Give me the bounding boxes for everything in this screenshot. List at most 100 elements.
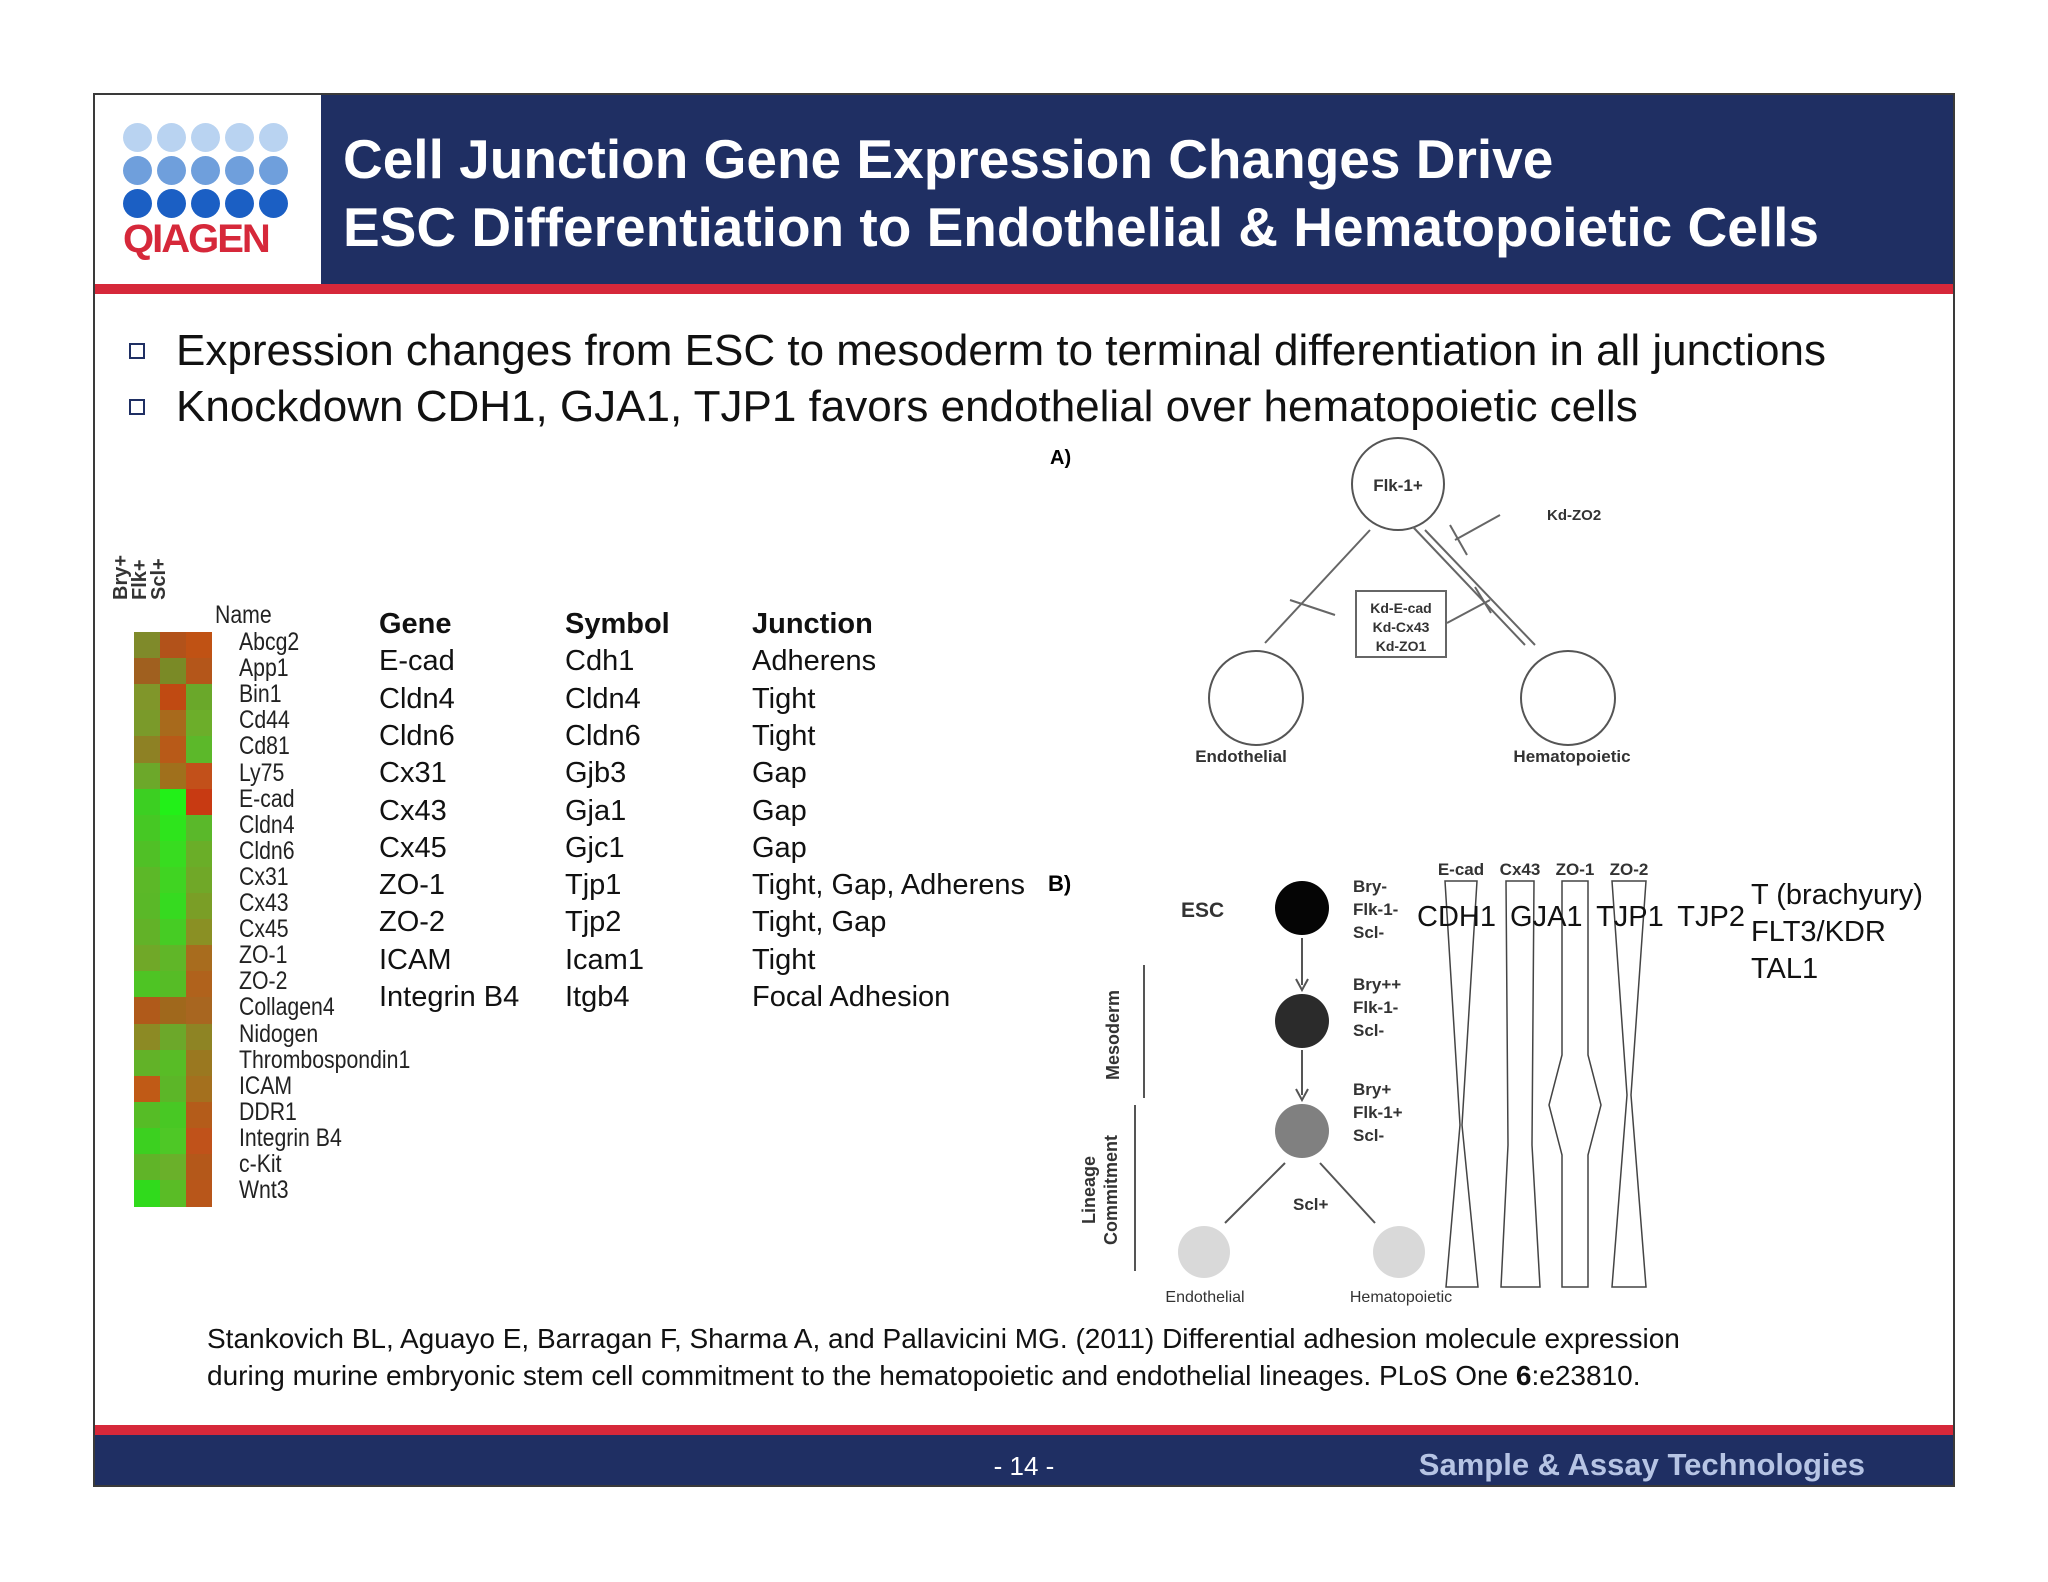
heatmap-gene-label: Abcg2 (239, 628, 300, 656)
zo2-expression-shape (1611, 880, 1647, 1288)
logo-area: QIAGEN (95, 95, 321, 284)
heatmap-cell (186, 1049, 212, 1077)
lineage-axis-label: Lineage (1079, 1156, 1099, 1224)
citation-line-2: during murine embryonic stem cell commit… (207, 1357, 1680, 1394)
branch-right-line (1424, 529, 1536, 646)
mesoderm-cell (1275, 994, 1329, 1048)
arrowhead-1-icon (1295, 978, 1309, 993)
heatmap-cell (160, 919, 186, 946)
heatmap-cell (186, 710, 212, 737)
heatmap-cell (186, 945, 212, 972)
gene-table-cell: ZO-1 (379, 869, 446, 902)
logo-dot (123, 123, 152, 152)
gene-table-cell: Cx43 (379, 794, 447, 827)
kd-cx43-label: Kd-Cx43 (1373, 619, 1430, 635)
logo-dot (225, 189, 254, 218)
marker-gene-labels: T (brachyury) FLT3/KDR TAL1 (1751, 877, 1923, 988)
gene-table-cell: Cx45 (379, 831, 447, 864)
heatmap-gene-label: Cx45 (239, 915, 289, 944)
footer-tagline: Sample & Assay Technologies (1418, 1447, 1865, 1482)
title-bar: Cell Junction Gene Expression Changes Dr… (321, 95, 1953, 284)
hematopoietic-leaf-cell (1373, 1226, 1425, 1278)
heatmap-cell (186, 1127, 212, 1155)
heatmap-cell (186, 788, 212, 816)
citation-line-1: Stankovich BL, Aguayo E, Barragan F, Sha… (207, 1323, 1680, 1354)
heatmap-cell (186, 919, 212, 946)
heatmap-cell (160, 1075, 186, 1103)
citation-text: during murine embryonic stem cell commit… (207, 1360, 1516, 1391)
heatmap-cell (134, 1101, 160, 1129)
gene-table-cell: Gjc1 (565, 831, 625, 864)
bullet-item: Expression changes from ESC to mesoderm … (129, 323, 1826, 379)
kd-ecad-label: Kd-E-cad (1370, 600, 1431, 616)
junction-col-zo2: ZO-2 (1610, 860, 1649, 879)
heatmap-cell (160, 893, 186, 920)
heatmap-gene-label: Cd81 (239, 732, 290, 761)
heatmap-cell (160, 1127, 186, 1155)
marker-gene-label: T (brachyury) (1751, 879, 1923, 911)
gene-table-header: Gene (379, 608, 452, 640)
gene-table-cell: Gja1 (565, 794, 627, 827)
endothelial-label: Endothelial (1195, 747, 1287, 766)
footer-bar: - 14 - Sample & Assay Technologies (95, 1435, 1953, 1485)
logo-dot (259, 123, 288, 152)
heatmap-cell (186, 1154, 212, 1181)
logo-dot (123, 156, 152, 185)
heatmap-cell (186, 866, 212, 894)
flk-node (1351, 437, 1445, 531)
heatmap-gene-label: DDR1 (239, 1097, 297, 1126)
kd-center-box (1355, 590, 1447, 658)
stage-marker-label: Flk-1+ (1353, 1103, 1403, 1122)
gene-table-cell: Tight, Gap, Adherens (752, 869, 1025, 902)
bullet-item: Knockdown CDH1, GJA1, TJP1 favors endoth… (129, 379, 1826, 435)
slide: QIAGEN Cell Junction Gene Expression Cha… (93, 93, 1955, 1487)
bullet-text: Expression changes from ESC to mesoderm … (176, 326, 1826, 375)
logo-dot (191, 123, 220, 152)
logo-dot (259, 156, 288, 185)
marker-gene-label: TAL1 (1751, 953, 1819, 985)
heatmap-cell (134, 866, 160, 894)
logo-dot (123, 189, 152, 218)
heatmap-cell (160, 684, 186, 711)
stage-marker-label: Bry++ (1353, 975, 1401, 994)
heatmap-cell (160, 788, 186, 816)
heatmap-cell (134, 736, 160, 764)
heatmap-cell (160, 866, 186, 894)
heatmap-cell (160, 1154, 186, 1181)
heatmap-cell (160, 1023, 186, 1051)
flk-node-label: Flk-1+ (1373, 476, 1423, 495)
bullet-list: Expression changes from ESC to mesoderm … (129, 323, 1826, 435)
heatmap-cell (134, 762, 160, 790)
heatmap-gene-label: ZO-1 (239, 941, 288, 970)
heatmap-cell (186, 658, 212, 685)
heatmap-cell (186, 1023, 212, 1051)
heatmap-cell (160, 997, 186, 1025)
hematopoietic-leaf-label: Hematopoietic (1350, 1289, 1452, 1306)
gene-table-cell: Gjb3 (565, 757, 627, 790)
heatmap-cell (160, 971, 186, 998)
stage-marker-label: Scl- (1353, 1126, 1384, 1145)
panel-a: A) Flk-1+ Kd-ZO2 Kd-E-cad Kd-Cx43 Kd-ZO1… (1050, 437, 1631, 766)
gene-table-cell: Tight (752, 943, 816, 976)
bullet-text: Knockdown CDH1, GJA1, TJP1 favors endoth… (176, 382, 1638, 431)
inhibit-left-line (1289, 599, 1336, 616)
heatmap-cell (160, 658, 186, 685)
gene-table-cell: Tjp1 (565, 869, 622, 902)
heatmap-gene-label: Integrin B4 (239, 1123, 342, 1152)
heatmap-name-header: Name (215, 601, 272, 629)
title-line-2: ESC Differentiation to Endothelial & Hem… (343, 196, 1820, 258)
heatmap-gene-label: c-Kit (239, 1150, 282, 1178)
heatmap-cell (160, 710, 186, 737)
stage-marker-label: Flk-1- (1353, 998, 1398, 1017)
heatmap-cell (134, 1049, 160, 1077)
heatmap-cell (134, 840, 160, 868)
gene-table-cell: ZO-2 (379, 906, 446, 939)
header-red-rule (95, 284, 1953, 294)
inhibit-center-bar (1474, 586, 1492, 614)
logo-dot (225, 123, 254, 152)
gene-table-cell: ICAM (379, 943, 452, 976)
panel-b-label: B) (1048, 871, 1071, 896)
gene-table-header: Junction (752, 608, 873, 640)
heatmap-cell (134, 945, 160, 972)
esc-label: ESC (1181, 899, 1224, 922)
